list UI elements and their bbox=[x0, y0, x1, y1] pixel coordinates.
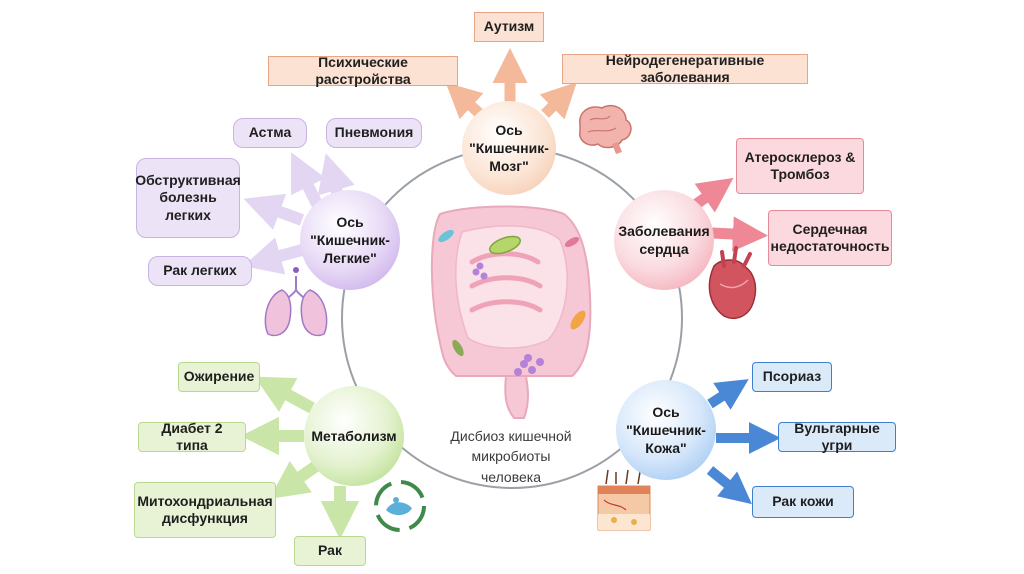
hub-gut-lung: Ось "Кишечник- Легкие" bbox=[300, 190, 400, 290]
arrow-obesity bbox=[254, 376, 315, 414]
heart-icon bbox=[708, 246, 757, 320]
arrow-lung-cancer bbox=[243, 237, 304, 275]
outcome-mitochondrial: Митохондриальная дисфункция bbox=[134, 482, 276, 538]
outcome-skin-cancer: Рак кожи bbox=[752, 486, 854, 518]
metabolism-arrows bbox=[240, 376, 360, 540]
outcome-pneumonia: Пневмония bbox=[326, 118, 422, 148]
bacteria-icon bbox=[438, 229, 586, 376]
recycle-icon bbox=[374, 480, 426, 532]
arrow-mental bbox=[445, 82, 484, 120]
arrow-heart-failure bbox=[711, 216, 769, 252]
lungs-icon bbox=[264, 267, 328, 337]
intestine-icon bbox=[430, 205, 592, 419]
brain-icon bbox=[579, 104, 632, 154]
center-label: Дисбиоз кишечной микробиоты человека bbox=[450, 428, 572, 485]
brain-arrows bbox=[445, 47, 577, 120]
outcome-obesity: Ожирение bbox=[178, 362, 260, 392]
outcome-copd: Обструктивная болезнь легких bbox=[135, 158, 241, 238]
outcome-neurodegenerative: Нейродегенеративные заболевания bbox=[562, 52, 808, 85]
hub-metabolism: Метаболизм bbox=[304, 386, 404, 486]
hub-heart-disease: Заболевания сердца bbox=[614, 190, 714, 290]
arrow-atherosclerosis bbox=[691, 177, 734, 213]
outcome-acne: Вульгарные угри bbox=[778, 420, 896, 453]
arrow-skin-cancer bbox=[706, 466, 752, 505]
skin-layers-icon bbox=[597, 469, 651, 531]
outcome-diabetes: Диабет 2 типа bbox=[138, 420, 246, 453]
hub-gut-skin: Ось "Кишечник- Кожа" bbox=[616, 380, 716, 480]
outcome-lung-cancer: Рак легких bbox=[148, 256, 252, 286]
outcome-psoriasis: Псориаз bbox=[752, 362, 832, 392]
outcome-metabolic-cancer: Рак bbox=[294, 536, 366, 566]
outcome-mental-disorders: Психические расстройства bbox=[268, 54, 458, 87]
outcome-autism: Аутизм bbox=[474, 12, 544, 42]
outcome-atherosclerosis: Атеросклероз & Тромбоз bbox=[736, 138, 864, 194]
arrow-copd bbox=[243, 193, 305, 230]
arrow-neuro bbox=[539, 82, 577, 120]
outcome-heart-failure: Сердечная недостаточность bbox=[768, 210, 892, 266]
skin-arrows bbox=[706, 379, 781, 505]
heart-arrows bbox=[691, 177, 769, 252]
outcome-asthma: Астма bbox=[233, 118, 307, 148]
arrow-psoriasis bbox=[707, 379, 749, 410]
hub-gut-brain: Ось "Кишечник- Мозг" bbox=[462, 101, 556, 195]
arrow-asthma bbox=[291, 152, 326, 209]
arrow-mito bbox=[269, 461, 320, 499]
